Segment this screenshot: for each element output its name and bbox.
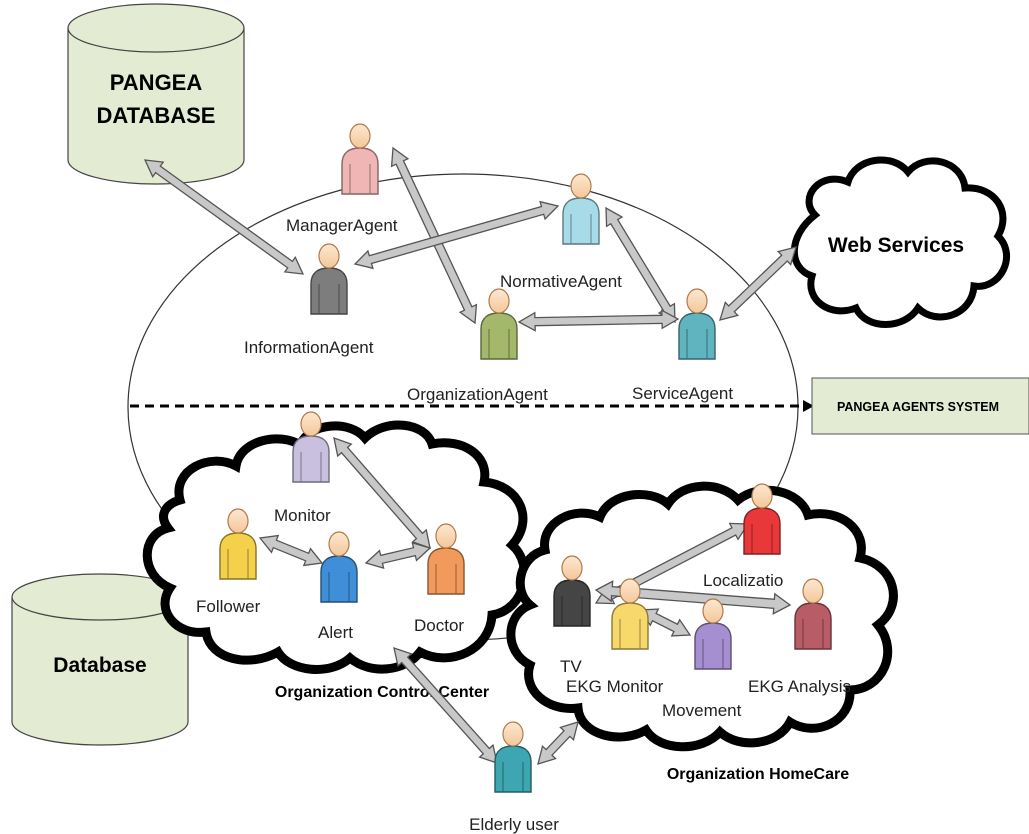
organization-agent-label: OrganizationAgent <box>407 385 548 404</box>
ekg-analysis-label: EKG Analysis <box>748 677 851 696</box>
arrow-controlcenter-elderly <box>393 647 498 764</box>
arrow-information-normative <box>353 200 560 270</box>
organization-agent-icon <box>480 288 518 360</box>
arrow-ekgmonitor-movement <box>638 608 692 637</box>
pangea-database-label-2: DATABASE <box>97 103 216 128</box>
elderly-user-label: Elderly user <box>469 815 559 834</box>
arrow-pangea-db-information <box>143 159 305 275</box>
ekg-monitor-agent-icon <box>611 578 649 650</box>
information-agent-label: InformationAgent <box>244 338 374 357</box>
manager-agent-label: ManagerAgent <box>286 216 398 235</box>
doctor-label: Doctor <box>414 616 464 635</box>
homecare-cloud <box>506 481 898 752</box>
monitor-label: Monitor <box>274 506 331 525</box>
database-label: Database <box>53 654 146 677</box>
divider-arrowhead <box>803 400 814 412</box>
information-agent-icon <box>310 243 348 315</box>
movement-agent-icon <box>694 598 732 670</box>
arrow-service-webservices <box>719 246 797 321</box>
tv-label: TV <box>560 657 582 676</box>
homecare-label: Organization HomeCare <box>667 766 849 783</box>
normative-agent-label: NormativeAgent <box>500 272 622 291</box>
agents-layer <box>219 123 832 793</box>
web-services-cloud <box>790 156 1011 328</box>
movement-label: Movement <box>662 701 742 720</box>
follower-agent-icon <box>219 508 257 580</box>
tv-agent-icon <box>553 555 591 627</box>
monitor-agent-icon <box>292 411 330 483</box>
elderly-agent-icon <box>494 721 532 793</box>
ekg-analysis-agent-icon <box>794 578 832 650</box>
pangea-database-cylinder: PANGEA DATABASE <box>67 3 245 185</box>
alert-label: Alert <box>318 623 353 642</box>
doctor-agent-icon <box>427 523 465 595</box>
localization-label: Localizatio <box>703 571 783 590</box>
arrow-organization-service <box>517 309 680 332</box>
arrow-manager-organization <box>390 146 478 325</box>
manager-agent-icon <box>341 123 379 195</box>
arrow-follower-alert <box>258 534 324 567</box>
service-agent-label: ServiceAgent <box>632 384 733 403</box>
arrow-alert-doctor <box>364 541 432 570</box>
database-cylinder: Database <box>11 573 189 746</box>
localization-agent-icon <box>743 483 781 555</box>
service-agent-icon <box>678 288 716 360</box>
ekg-monitor-label: EKG Monitor <box>566 677 664 696</box>
arrow-tv-ekganalysis <box>594 580 792 615</box>
arrow-elderly-homecare <box>537 721 579 765</box>
web-services-label: Web Services <box>828 234 964 257</box>
arrow-normative-service <box>605 206 676 324</box>
pangea-database-label-1: PANGEA <box>110 70 203 95</box>
alert-agent-icon <box>320 531 358 603</box>
control-center-label: Organization Control Center <box>275 684 489 701</box>
follower-label: Follower <box>196 597 261 616</box>
system-label-box <box>811 377 1029 435</box>
normative-agent-icon <box>562 173 600 245</box>
system-label: PANGEA AGENTS SYSTEM <box>837 400 999 414</box>
